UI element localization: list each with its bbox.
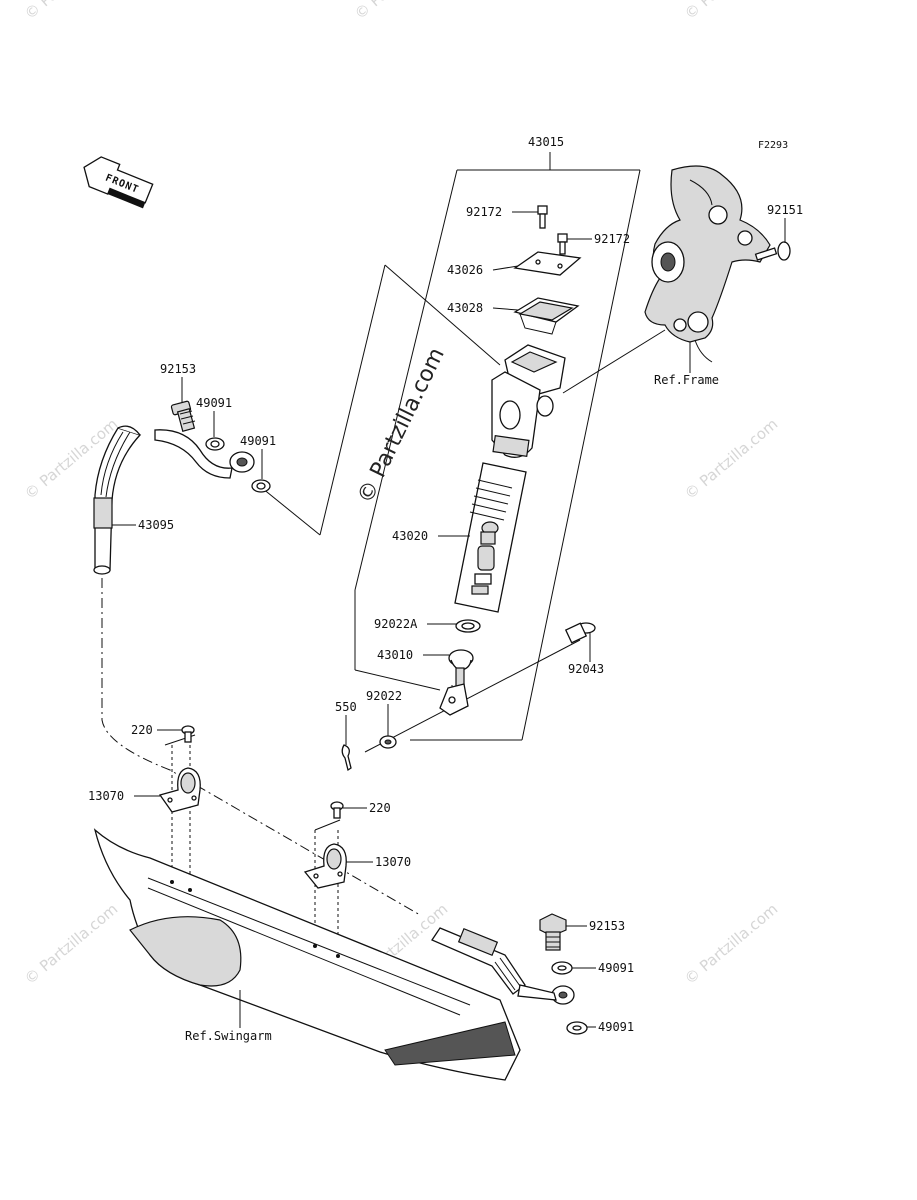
label-49091-upper-b: 49091 (240, 434, 276, 448)
washer-92022 (379, 735, 397, 749)
bolt-220-right (330, 801, 344, 819)
frame-bracket (644, 165, 771, 363)
washer-49091-upper-a (205, 437, 225, 451)
watermark-tile: © Partzilla.com (351, 0, 451, 23)
washer-49091-lower-a (551, 961, 573, 975)
push-rod-43010 (439, 649, 474, 716)
label-43028: 43028 (447, 301, 483, 315)
banjo-bolt-92153-upper (170, 400, 196, 432)
part-labels: 43015 92172 92172 43026 43028 92151 Ref.… (88, 135, 803, 1043)
brake-hose-43095 (93, 425, 142, 575)
figure-code: F2293 (758, 140, 788, 151)
lower-hose-end (431, 927, 575, 1005)
label-92172-a: 92172 (466, 205, 502, 219)
piston-kit-43020 (454, 462, 527, 613)
label-92043: 92043 (568, 662, 604, 676)
washer-49091-upper-b (251, 479, 271, 493)
watermark-tiles: © Partzilla.com © Partzilla.com © Partzi… (21, 0, 781, 988)
label-13070-right: 13070 (375, 855, 411, 869)
label-92151: 92151 (767, 203, 803, 217)
assembly-bracket-43015 (354, 152, 641, 741)
watermark-tile: © Partzilla.com (21, 0, 121, 23)
watermark-tile: © Partzilla.com (21, 900, 121, 988)
diaphragm-43028 (513, 297, 580, 335)
washer-49091-lower-b (566, 1021, 588, 1035)
bolt-220-left (181, 725, 195, 743)
pin-92043 (564, 622, 596, 644)
banjo-fitting-upper (154, 429, 255, 479)
label-220-left: 220 (131, 723, 153, 737)
label-220-right: 220 (369, 801, 391, 815)
label-92153-upper: 92153 (160, 362, 196, 376)
label-49091-lower-b: 49091 (598, 1020, 634, 1034)
label-ref-frame: Ref.Frame (654, 373, 719, 387)
label-92022: 92022 (366, 689, 402, 703)
circlip-92022a (455, 619, 481, 633)
label-43026: 43026 (447, 263, 483, 277)
label-49091-lower-a: 49091 (598, 961, 634, 975)
watermark-main: © Partzilla.com (353, 344, 450, 508)
cap-43026 (513, 251, 582, 276)
clamp-13070-right (303, 843, 347, 889)
label-43010: 43010 (377, 648, 413, 662)
clamp-13070-left (158, 767, 201, 813)
screw-92172b (557, 233, 568, 255)
label-43020: 43020 (392, 529, 428, 543)
label-43095: 43095 (138, 518, 174, 532)
front-arrow-icon: FRONT (83, 156, 154, 209)
swingarm (93, 828, 521, 1081)
banjo-bolt-92153-lower (539, 913, 567, 951)
watermark-tile: © Partzilla.com (681, 900, 781, 988)
label-13070-left: 13070 (88, 789, 124, 803)
label-49091-upper-a: 49091 (196, 396, 232, 410)
master-cylinder-body (491, 344, 566, 458)
screw-92172a (537, 205, 548, 229)
mount-holes (170, 880, 340, 958)
watermark-tile: © Partzilla.com (681, 0, 781, 23)
label-550: 550 (335, 700, 357, 714)
label-92153-lower: 92153 (589, 919, 625, 933)
label-92022a: 92022A (374, 617, 418, 631)
label-ref-swingarm: Ref.Swingarm (185, 1029, 272, 1043)
watermark-tile: © Partzilla.com (681, 415, 781, 503)
label-43015: 43015 (528, 135, 564, 149)
bolt-92151 (754, 241, 791, 261)
label-92172-b: 92172 (594, 232, 630, 246)
cotter-pin-550 (341, 744, 352, 772)
